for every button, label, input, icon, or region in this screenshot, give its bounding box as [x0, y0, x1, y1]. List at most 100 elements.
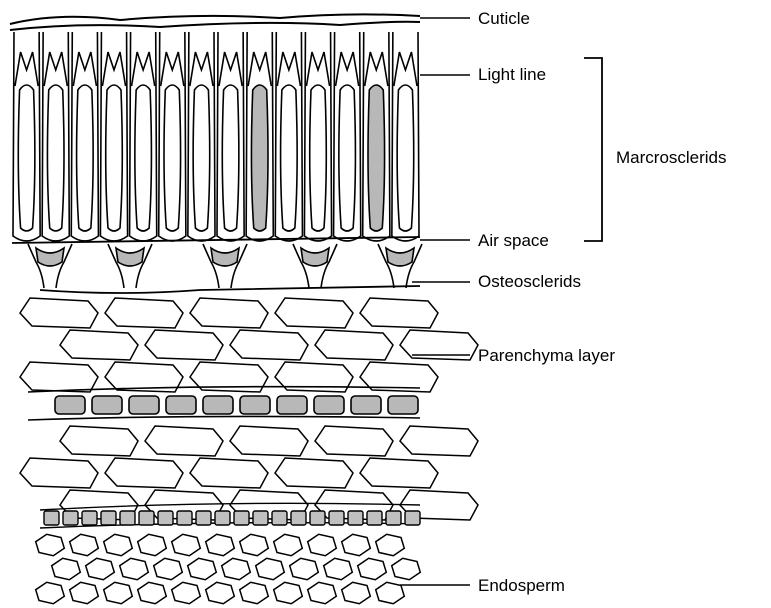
endosperm-cell — [240, 582, 269, 603]
leader-lines — [400, 18, 602, 585]
macrosclerid-lumen — [193, 85, 210, 231]
macrosclerid-lumen — [397, 85, 414, 231]
endosperm-cell — [256, 558, 285, 579]
light-line-segment — [277, 52, 300, 86]
aleurone-cell — [272, 511, 287, 525]
macrosclerid-lumen — [251, 85, 268, 231]
aleurone-cell — [196, 511, 211, 525]
crushed-cell — [55, 396, 85, 414]
osteosclerid-lumen — [301, 248, 329, 266]
endosperm-cell — [188, 558, 217, 579]
air-space-row — [12, 237, 420, 293]
label-cuticle: Cuticle — [478, 10, 530, 27]
parenchyma-cell — [315, 330, 393, 360]
aleurone-cell — [386, 511, 401, 525]
endosperm-cell — [70, 534, 99, 555]
endosperm-cell — [36, 534, 65, 555]
macrosclerid-cell — [159, 32, 186, 241]
light-line-segment — [132, 52, 155, 86]
macrosclerid-cell — [275, 32, 302, 241]
aleurone-cell — [367, 511, 382, 525]
light-line-segment — [102, 52, 125, 86]
endosperm-cell — [308, 582, 337, 603]
macrosclerid-lumen — [18, 85, 35, 231]
aleurone-cell — [253, 511, 268, 525]
endosperm-cell — [290, 558, 319, 579]
macrosclerid-lumen — [164, 85, 181, 231]
aleurone-cell — [101, 511, 116, 525]
parenchyma-cell — [105, 298, 183, 328]
osteosclerid-lumen — [36, 248, 64, 266]
label-osteosclerids: Osteosclerids — [478, 273, 581, 290]
macrosclerid-cell — [304, 32, 331, 241]
aleurone-cell — [310, 511, 325, 525]
macrosclerid-lumen — [135, 85, 152, 231]
parenchyma-cell — [230, 330, 308, 360]
endosperm-cell — [358, 558, 387, 579]
macrosclerid-lumen — [310, 85, 327, 231]
aleurone-cell — [348, 511, 363, 525]
aleurone-cell — [405, 511, 420, 525]
endosperm-cell — [308, 534, 337, 555]
endosperm-cell — [104, 582, 133, 603]
label-air-space: Air space — [478, 232, 549, 249]
osteosclerid-lumen — [116, 248, 144, 266]
parenchyma-cell — [20, 458, 98, 488]
crushed-cell — [240, 396, 270, 414]
light-line-segment — [15, 52, 38, 86]
endosperm-cell — [138, 582, 167, 603]
crushed-cell — [129, 396, 159, 414]
label-light-line: Light line — [478, 66, 546, 83]
aleurone-cell — [44, 511, 59, 525]
endosperm-cell — [206, 582, 235, 603]
osteosclerid-layer — [28, 244, 422, 288]
light-line-segment — [394, 52, 417, 86]
macrosclerid-lumen — [106, 85, 123, 231]
macrosclerid-cell — [334, 32, 361, 241]
macrosclerid-lumen — [339, 85, 356, 231]
parenchyma-cell — [20, 362, 98, 392]
crushed-cell — [388, 396, 418, 414]
endosperm-cell — [52, 558, 81, 579]
endosperm-cell — [274, 582, 303, 603]
endosperm-cell — [240, 534, 269, 555]
macrosclerid-cell — [392, 32, 419, 241]
macrosclerid-lumen — [77, 85, 94, 231]
macrosclerid-cell — [71, 32, 98, 241]
endosperm-cell — [104, 534, 133, 555]
light-line-segment — [161, 52, 184, 86]
endosperm-cell — [392, 558, 421, 579]
aleurone-cell — [177, 511, 192, 525]
macrosclerid-cell — [130, 32, 157, 241]
endosperm-cell — [138, 534, 167, 555]
osteosclerid-lumen — [211, 248, 239, 266]
aleurone-cell — [63, 511, 78, 525]
light-line-segment — [190, 52, 213, 86]
parenchyma-cell — [360, 458, 438, 488]
parenchyma-cell — [60, 330, 138, 360]
macrosclerid-cell — [100, 32, 127, 241]
parenchyma-cell — [145, 426, 223, 456]
macrosclerid-cell — [13, 32, 40, 241]
endosperm-cell — [324, 558, 353, 579]
light-line-segment — [306, 52, 329, 86]
aleurone-cell — [139, 511, 154, 525]
aleurone-cell — [120, 511, 135, 525]
light-line-segment — [44, 52, 67, 86]
macrosclerid-lumen — [281, 85, 298, 231]
endosperm-cell — [154, 558, 183, 579]
light-line-segment — [336, 52, 359, 86]
macrosclerid-lumen — [47, 85, 64, 231]
aleurone-cell — [329, 511, 344, 525]
endosperm-cell — [342, 534, 371, 555]
macrosclerid-layer — [13, 32, 419, 241]
parenchyma-cell — [275, 458, 353, 488]
parenchyma-cell — [20, 298, 98, 328]
endosperm-cell — [206, 534, 235, 555]
light-line-segment — [219, 52, 242, 86]
parenchyma-cell — [230, 426, 308, 456]
macrosclerid-lumen — [222, 85, 239, 231]
macrosclerid-cell — [42, 32, 69, 241]
crushed-cell — [314, 396, 344, 414]
